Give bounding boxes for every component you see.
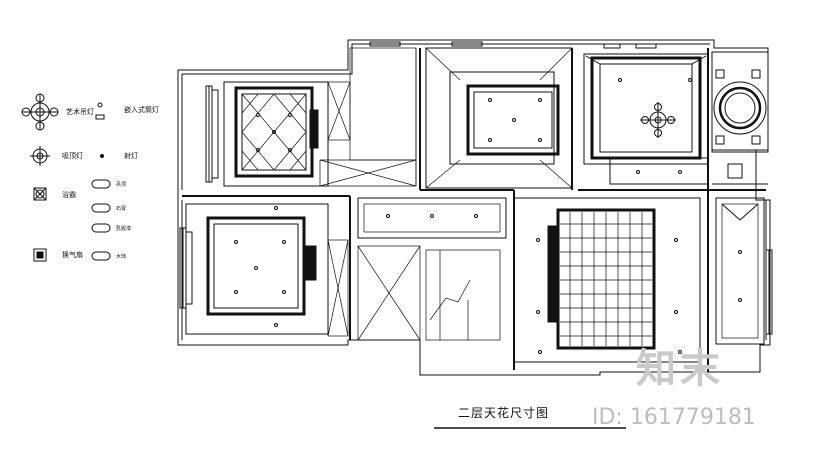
outer-walls [177,39,771,376]
room-bedroom-bottom-left [185,203,329,335]
ceiling-lamp-icon [30,146,50,166]
drawing-title: 二层天花尺寸图 [458,405,549,420]
interior-walls [182,48,766,372]
room-dining [583,53,709,185]
chandelier-icon [640,102,676,138]
window-right [765,249,773,335]
legend-note-1: 吊顶 [116,182,126,188]
title-block: 二层天花尺寸图 [434,405,626,429]
wardrobe-panel [327,239,349,337]
stair-void [357,245,501,341]
room-right-strip [715,197,765,345]
legend: 艺术吊灯 嵌入式筒灯 吸顶灯 射灯 浴霸 吊顶 石膏 [21,93,159,262]
watermark-id: ID: 161779181 [592,405,756,430]
hallway-strip [357,197,507,239]
watermark-logo: 知末 [636,346,724,392]
floor-plan [177,39,773,376]
room-bedroom-top-left [223,81,329,187]
legend-note-3: 乳胶漆 [116,225,131,232]
room-living [513,197,701,363]
spot-dot-icon [100,154,104,158]
legend-label-ceiling-lamp: 吸顶灯 [62,151,83,160]
legend-label-spot: 射灯 [124,151,138,160]
corridor-panels [319,47,417,187]
room-middle-top [425,47,573,189]
exhaust-fan-icon [33,248,47,262]
legend-note-2: 石膏 [116,205,126,212]
legend-label-bath-heater: 浴霸 [62,190,76,199]
downlight-icon [95,102,105,120]
window-left-top [205,85,219,183]
legend-note-4: 木饰 [116,253,126,260]
watermark: 知末 ID: 161779181 [592,346,756,430]
legend-label-exhaust-fan: 换气扇 [62,250,83,259]
bath-heater-icon [33,187,47,201]
pendant-lamp-icon [21,93,59,131]
round-ceiling-feature [711,51,769,185]
legend-label-pendant: 艺术吊灯 [66,107,94,116]
legend-notes: 吊顶 石膏 乳胶漆 木饰 [91,179,131,261]
legend-label-downlight: 嵌入式筒灯 [124,105,159,114]
